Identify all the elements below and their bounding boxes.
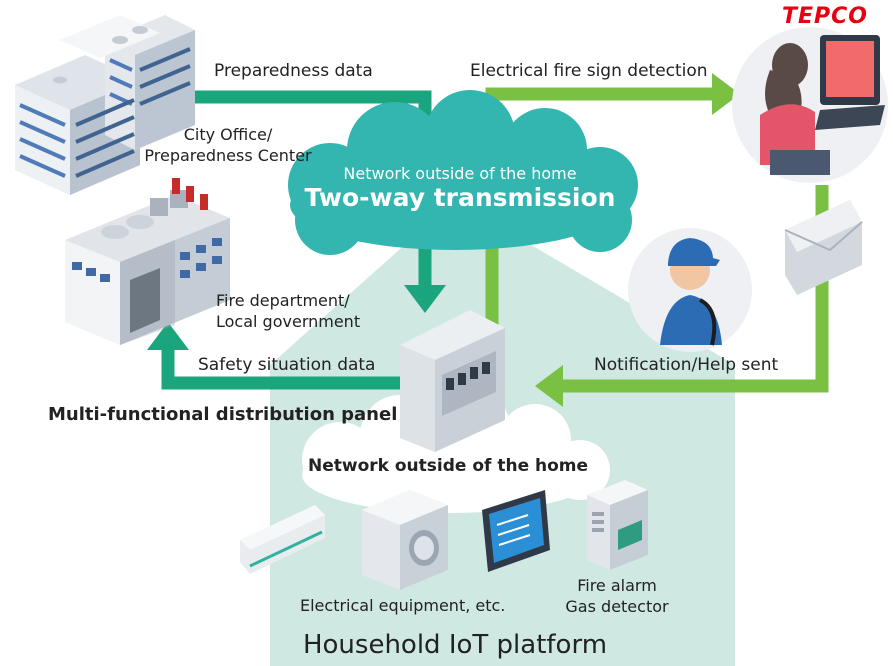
- worker-icon: [628, 228, 752, 352]
- city-office-line2: Preparedness Center: [144, 146, 312, 165]
- preparedness-data-label: Preparedness data: [214, 61, 373, 81]
- envelope-icon: [784, 200, 863, 295]
- fire-alarm-label: Fire alarm Gas detector: [562, 575, 672, 617]
- fire-department-line2: Local government: [216, 312, 361, 331]
- city-office-label: City Office/ Preparedness Center: [133, 124, 323, 166]
- office-building-icon: [15, 15, 195, 195]
- factory-icon: [65, 178, 230, 345]
- network-top-line2: Two-way transmission: [304, 183, 616, 212]
- tablet-icon: [482, 490, 550, 572]
- city-office-line1: City Office/: [183, 125, 273, 144]
- fire-alarm-icon: [587, 480, 648, 570]
- network-top-line1: Network outside of the home: [343, 164, 577, 183]
- fire-alarm-line2: Gas detector: [565, 597, 669, 616]
- distribution-panel-label: Multi-functional distribution panel: [48, 404, 398, 425]
- network-top-label: Network outside of the home Two-way tran…: [300, 164, 620, 212]
- distribution-panel-icon: [400, 310, 505, 452]
- network-bottom-label: Network outside of the home: [308, 456, 589, 476]
- electrical-equipment-label: Electrical equipment, etc.: [300, 596, 506, 615]
- platform-title: Household IoT platform: [302, 630, 608, 660]
- arrow-fire-sign-detection: [485, 73, 740, 330]
- arrow-safety-situation: [147, 322, 400, 390]
- operator-icon: [732, 27, 888, 183]
- fire-department-label: Fire department/ Local government: [216, 290, 396, 332]
- fire-sign-detection-label: Electrical fire sign detection: [470, 61, 708, 81]
- air-conditioner-icon: [240, 505, 325, 574]
- tepco-logo: TEPCO: [781, 4, 868, 29]
- notification-label: Notification/Help sent: [594, 355, 779, 375]
- safety-situation-label: Safety situation data: [198, 355, 376, 375]
- network-cloud-top: [288, 90, 638, 255]
- fire-department-line1: Fire department/: [216, 291, 350, 310]
- washing-machine-icon: [362, 490, 448, 590]
- fire-alarm-line1: Fire alarm: [577, 576, 657, 595]
